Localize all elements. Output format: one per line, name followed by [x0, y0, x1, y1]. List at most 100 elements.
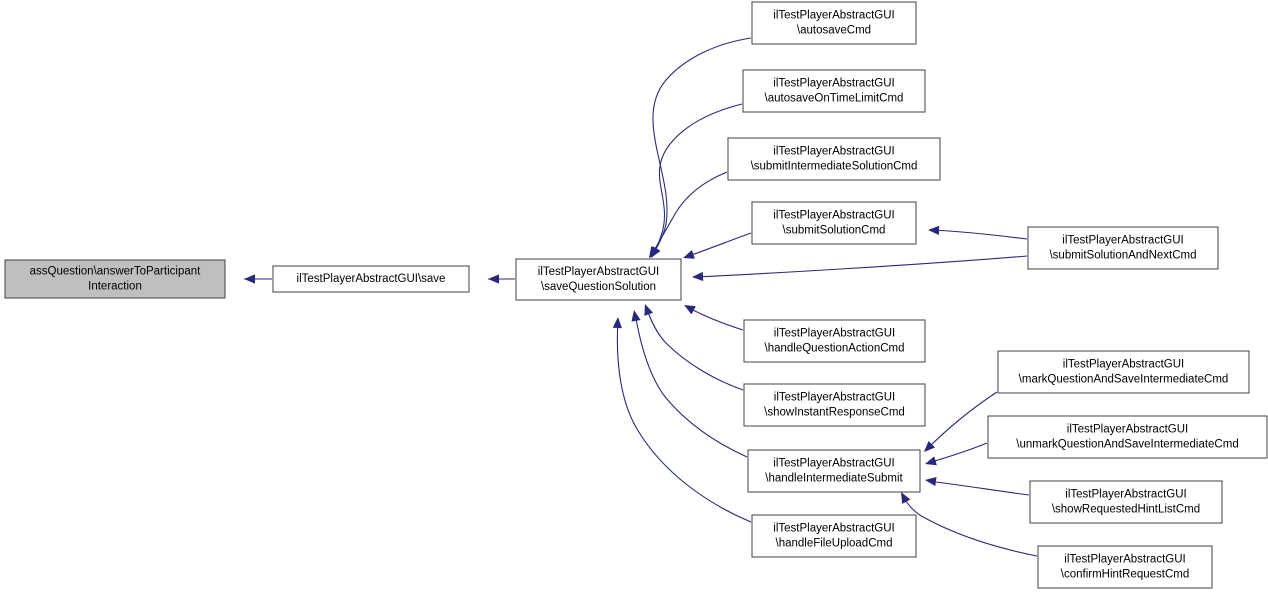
node-label-line: \handleIntermediateSubmit — [765, 473, 903, 485]
edge-arrowhead — [692, 271, 704, 282]
edge-show-instant-response-cmd-to-save-question-solution — [644, 304, 744, 391]
node-label-line: \confirmHintRequestCmd — [1061, 569, 1189, 581]
node-ass-question-answer-to-participant-interaction[interactable]: assQuestion\answerToParticipantInteracti… — [4, 259, 226, 299]
edge-line — [929, 229, 1028, 240]
node-label-line: ilTestPlayerAbstractGUI — [1067, 424, 1188, 436]
node-il-test-player-abstract-gui-show-instant-response-cmd[interactable]: ilTestPlayerAbstractGUI \showInstantRespo… — [743, 383, 926, 427]
node-label-line: \autosaveOnTimeLimitCmd — [765, 93, 904, 105]
node-il-test-player-abstract-gui-show-requested-hint-list-cmd[interactable]: ilTestPlayerAbstractGUI \showRequestedHin… — [1029, 480, 1223, 524]
edge-show-requested-hint-list-cmd-to-handle-intermediate-submit — [925, 476, 1030, 496]
edge-arrowhead — [649, 246, 659, 258]
edge-save-question-solution-to-save — [488, 274, 515, 284]
node-label-line: ilTestPlayerAbstractGUI — [538, 266, 659, 278]
node-label-line: ilTestPlayerAbstractGUI — [773, 10, 894, 22]
edges-layer — [244, 37, 1038, 557]
edge-submit-intermediate-solution-cmd-to-save-question-solution — [649, 171, 728, 258]
node-il-test-player-abstract-gui-mark-question-and-save-intermediate-cmd[interactable]: ilTestPlayerAbstractGUI \markQuestionAndS… — [997, 350, 1250, 394]
edge-arrowhead — [644, 304, 654, 316]
edge-arrowhead — [925, 476, 937, 487]
node-label-line: \handleFileUploadCmd — [776, 538, 893, 550]
edge-line — [685, 232, 752, 258]
node-box[interactable] — [515, 258, 682, 301]
edge-save-to-answer-to-participant-interaction — [244, 274, 272, 284]
node-il-test-player-abstract-gui-autosave-on-time-limit-cmd[interactable]: ilTestPlayerAbstractGUI \autosaveOnTimeLi… — [742, 69, 926, 113]
edge-arrowhead — [683, 250, 695, 259]
edge-handle-intermediate-submit-to-save-question-solution — [631, 310, 748, 458]
edge-line — [616, 319, 752, 523]
node-label-line: \submitSolutionCmd — [783, 225, 886, 237]
node-label-line: \markQuestionAndSaveIntermediateCmd — [1019, 374, 1229, 386]
node-il-test-player-abstract-gui-autosave-cmd[interactable]: ilTestPlayerAbstractGUI \autosaveCmd — [751, 1, 917, 45]
node-il-test-player-abstract-gui-confirm-hint-request-cmd[interactable]: ilTestPlayerAbstractGUI \confirmHintReque… — [1037, 545, 1213, 589]
node-box[interactable] — [272, 265, 470, 293]
node-label-line: \showRequestedHintListCmd — [1052, 504, 1200, 516]
edge-line — [649, 171, 728, 258]
nodes-layer: assQuestion\answerToParticipantInteracti… — [4, 1, 1268, 589]
edge-line — [634, 312, 748, 458]
node-il-test-player-abstract-gui-submit-solution-cmd[interactable]: ilTestPlayerAbstractGUI\submitSolutionCm… — [751, 201, 917, 245]
node-il-test-player-abstract-gui-submit-solution-and-next-cmd[interactable]: ilTestPlayerAbstractGUI\submitSolutionAn… — [1027, 226, 1219, 270]
edge-arrowhead — [244, 274, 255, 284]
edge-line — [927, 442, 988, 464]
node-box[interactable] — [751, 1, 917, 45]
edge-handle-file-upload-cmd-to-save-question-solution — [612, 317, 752, 523]
edge-submit-solution-and-next-cmd-to-submit-solution-cmd — [928, 225, 1028, 240]
edge-arrowhead — [901, 492, 911, 504]
edge-arrowhead — [684, 305, 696, 315]
edge-line — [694, 255, 1028, 278]
node-label-line: \submitSolutionAndNextCmd — [1049, 250, 1196, 262]
node-il-test-player-abstract-gui-unmark-question-and-save-intermediate-cmd[interactable]: ilTestPlayerAbstractGUI\unmarkQuestionAn… — [987, 415, 1268, 459]
node-il-test-player-abstract-gui-save-question-solution[interactable]: ilTestPlayerAbstractGUI \saveQuestionSolu… — [515, 258, 682, 301]
node-label-line: ilTestPlayerAbstractGUI — [773, 78, 894, 90]
node-box[interactable] — [751, 514, 917, 558]
node-label-line: \submitIntermediateSolutionCmd — [751, 161, 918, 173]
edge-arrowhead — [924, 440, 936, 452]
edge-line — [925, 391, 998, 451]
node-box[interactable] — [4, 259, 226, 299]
edge-line — [927, 480, 1030, 496]
node-il-test-player-abstract-gui-save[interactable]: ilTestPlayerAbstractGUI\save — [272, 265, 470, 293]
node-label-line: ilTestPlayerAbstractGUI\save — [297, 273, 446, 285]
node-label-line: ilTestPlayerAbstractGUI — [774, 392, 895, 404]
edge-confirm-hint-request-cmd-to-handle-intermediate-submit — [901, 492, 1038, 557]
node-box[interactable] — [987, 415, 1268, 459]
edge-submit-solution-and-next-cmd-to-save-question-solution — [692, 255, 1028, 282]
node-box[interactable] — [997, 350, 1250, 394]
node-box[interactable] — [1029, 480, 1223, 524]
node-label-line: \autosaveCmd — [797, 25, 871, 37]
node-label-line: ilTestPlayerAbstractGUI — [1064, 554, 1185, 566]
node-box[interactable] — [1027, 226, 1219, 270]
node-label-line: ilTestPlayerAbstractGUI — [773, 523, 894, 535]
node-label-line: ilTestPlayerAbstractGUI — [1063, 359, 1184, 371]
node-label-line: ilTestPlayerAbstractGUI — [1065, 489, 1186, 501]
node-box[interactable] — [1037, 545, 1213, 589]
node-label-line: ilTestPlayerAbstractGUI — [773, 146, 894, 158]
node-label-line: \handleQuestionActionCmd — [765, 343, 905, 355]
node-box[interactable] — [743, 319, 926, 363]
edge-arrowhead — [928, 225, 940, 235]
node-box[interactable] — [727, 137, 941, 181]
edge-line — [645, 306, 744, 391]
edge-line — [901, 494, 1038, 557]
node-label-line: ilTestPlayerAbstractGUI — [773, 458, 894, 470]
node-label-line: Interaction — [88, 281, 142, 293]
node-il-test-player-abstract-gui-handle-intermediate-submit[interactable]: ilTestPlayerAbstractGUI \handleIntermedia… — [747, 449, 921, 493]
node-label-line: ilTestPlayerAbstractGUI — [774, 328, 895, 340]
edge-arrowhead — [612, 317, 622, 329]
edge-arrowhead — [925, 456, 937, 466]
node-box[interactable] — [742, 69, 926, 113]
node-label-line: \showInstantResponseCmd — [764, 407, 905, 419]
node-box[interactable] — [743, 383, 926, 427]
edge-submit-solution-cmd-to-save-question-solution — [683, 232, 752, 259]
node-il-test-player-abstract-gui-handle-file-upload-cmd[interactable]: ilTestPlayerAbstractGUI \handleFileUpload… — [751, 514, 917, 558]
node-box[interactable] — [751, 201, 917, 245]
edge-line — [686, 306, 744, 331]
node-label-line: \saveQuestionSolution — [541, 281, 656, 293]
node-il-test-player-abstract-gui-handle-question-action-cmd[interactable]: ilTestPlayerAbstractGUI \handleQuestionAc… — [743, 319, 926, 363]
node-label-line: assQuestion\answerToParticipant — [30, 266, 201, 278]
node-il-test-player-abstract-gui-submit-intermediate-solution-cmd[interactable]: ilTestPlayerAbstractGUI \submitIntermedia… — [727, 137, 941, 181]
node-box[interactable] — [747, 449, 921, 493]
edge-handle-question-action-cmd-to-save-question-solution — [684, 305, 744, 331]
